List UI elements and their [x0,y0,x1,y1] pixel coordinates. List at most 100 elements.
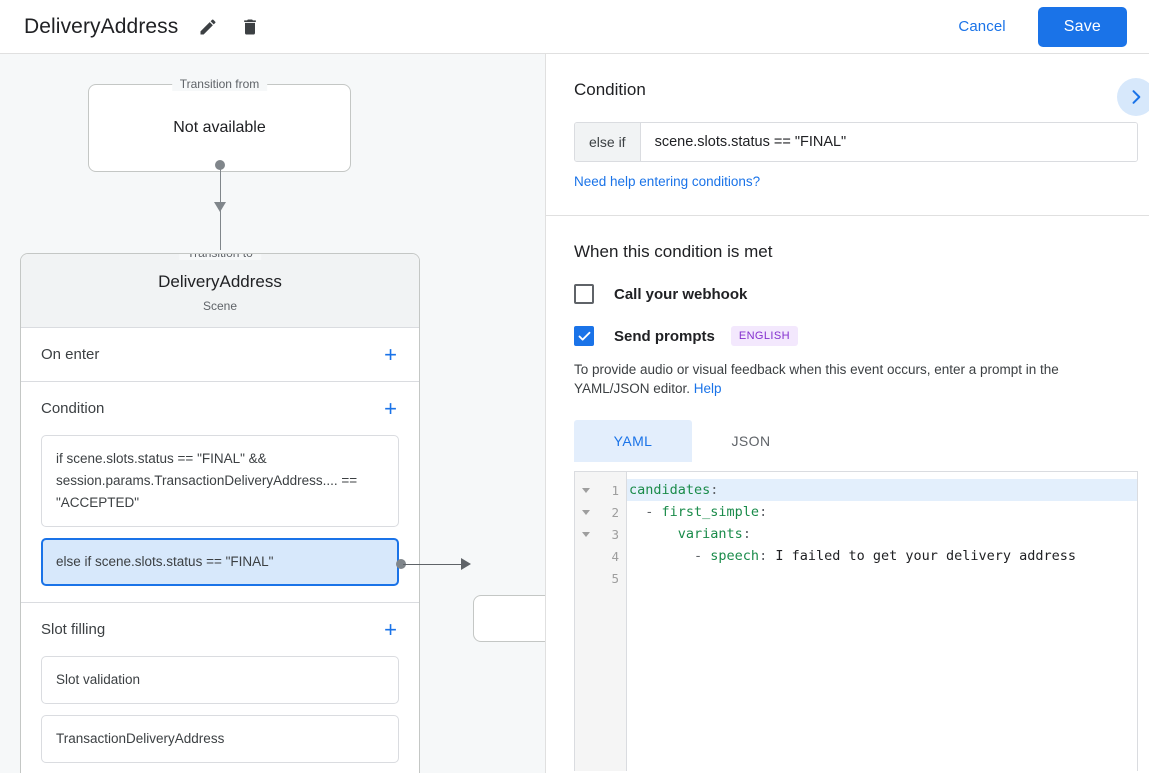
line-number: 1 [575,479,626,501]
tab-json[interactable]: JSON [731,433,771,449]
pencil-icon-glyph [200,18,216,34]
transition-from-legend: Transition from [171,77,268,91]
edge-line-horizontal [403,563,465,565]
webhook-checkbox[interactable] [574,284,594,304]
fold-triangle-icon[interactable] [582,531,590,537]
editor-code-area[interactable]: candidates: - first_simple: variants: - … [627,472,1137,771]
section-title: On enter [41,346,100,363]
line-number-text: 4 [611,548,619,564]
pencil-icon[interactable] [196,15,220,39]
section-header: Slot filling + [41,603,399,656]
fold-triangle-icon[interactable] [582,509,590,515]
graph-pane: Transition from Not available Transition… [0,54,545,773]
detail-pane: Condition else if Need help entering con… [546,54,1149,773]
chevron-right-icon-glyph [1132,90,1141,104]
edge-branch-dot [396,559,406,569]
fold-triangle-icon[interactable] [582,487,590,493]
condition-prefix-label: else if [575,123,641,161]
add-item-button[interactable]: + [384,395,397,421]
line-number: 2 [575,501,626,523]
code-token: variants [677,526,743,542]
code-line [627,567,1137,589]
list-item[interactable]: Slot validation [41,656,399,704]
code-line: - first_simple: [627,501,1137,523]
prompt-hint: To provide audio or visual feedback when… [574,360,1121,398]
cancel-button[interactable]: Cancel [944,10,1019,43]
condition-input-row: else if [574,122,1138,162]
condition-title: Condition [574,80,646,99]
checkmark-icon [578,331,590,341]
section-title: Slot filling [41,621,106,638]
section-header: On enter + [41,328,399,381]
code-token: speech [710,548,760,564]
pane-divider [545,54,546,773]
transition-from-card[interactable]: Transition from Not available [88,77,351,172]
edge-arrow-right-icon [461,558,471,570]
scene-header: DeliveryAddress Scene [21,254,419,328]
prompt-editor[interactable]: 1 2 3 4 5 candidates: - first_simple: varian… [574,471,1138,771]
webhook-label: Call your webhook [614,285,748,303]
webhook-row[interactable]: Call your webhook [574,284,1121,304]
transition-from-value: Not available [173,119,266,136]
trash-icon-glyph [244,19,257,34]
section-title: Condition [41,400,105,417]
line-number-text: 1 [611,482,619,498]
code-token: I failed to get your delivery address [775,548,1077,564]
edge-arrow-down-icon [214,202,226,212]
code-token [629,526,678,542]
scene-section: Condition + if scene.slots.status == "FINA… [21,382,419,603]
code-line: candidates: [627,479,1137,501]
condition-help-link[interactable]: Need help entering conditions? [574,174,761,189]
line-number-text: 3 [611,526,619,542]
section-body: if scene.slots.status == "FINAL" && sess… [41,435,399,602]
prompt-hint-text: To provide audio or visual feedback when… [574,362,1059,396]
line-number: 5 [575,567,626,589]
next-node-card[interactable] [473,595,545,642]
code-token: first_simple [661,504,760,520]
line-number: 3 [575,523,626,545]
list-item[interactable]: if scene.slots.status == "FINAL" && sess… [41,435,399,527]
scene-name: DeliveryAddress [158,272,282,291]
chevron-right-icon[interactable] [1117,78,1149,116]
code-token: : [759,504,768,520]
code-line: - speech: I failed to get your delivery … [627,545,1137,567]
section-header: Condition + [41,382,399,435]
when-met-title: When this condition is met [574,242,773,261]
page-title: DeliveryAddress [24,14,179,38]
send-prompts-label: Send prompts [614,327,715,345]
condition-expression-input[interactable] [640,123,1137,161]
line-number-text: 2 [611,504,619,520]
prompt-help-link[interactable]: Help [693,381,722,396]
line-number: 4 [575,545,626,567]
code-token: candidates [629,482,711,498]
scene-sections: On enter + Condition + if scene.slots.status… [21,328,419,773]
transition-to-legend: Transition to [179,254,261,260]
language-badge: ENGLISH [730,326,798,346]
trash-icon[interactable] [238,15,262,39]
code-token: : [759,548,776,564]
tab-yaml[interactable]: YAML [574,420,692,462]
line-number-text: 5 [611,570,619,586]
scene-type: Scene [202,299,238,313]
code-token: - [629,548,711,564]
condition-section: Condition else if Need help entering con… [546,54,1149,216]
when-met-section: When this condition is met Call your web… [546,216,1149,771]
code-token: : [710,482,719,498]
editor-gutter: 1 2 3 4 5 [575,472,627,771]
transition-to-card[interactable]: Transition to DeliveryAddress Scene On e… [20,253,420,773]
code-token: - [629,504,662,520]
editor-format-tabs: YAML JSON [574,420,1121,462]
code-token: : [742,526,751,542]
send-prompts-checkbox[interactable] [574,326,594,346]
add-item-button[interactable]: + [384,341,397,367]
scene-section: On enter + [21,328,419,382]
send-prompts-row[interactable]: Send prompts ENGLISH [574,326,1121,346]
add-item-button[interactable]: + [384,616,397,642]
list-item-selected[interactable]: else if scene.slots.status == "FINAL" [41,538,399,586]
list-item[interactable]: TransactionDeliveryAddress [41,715,399,763]
code-line: variants: [627,523,1137,545]
save-button[interactable]: Save [1037,6,1127,47]
